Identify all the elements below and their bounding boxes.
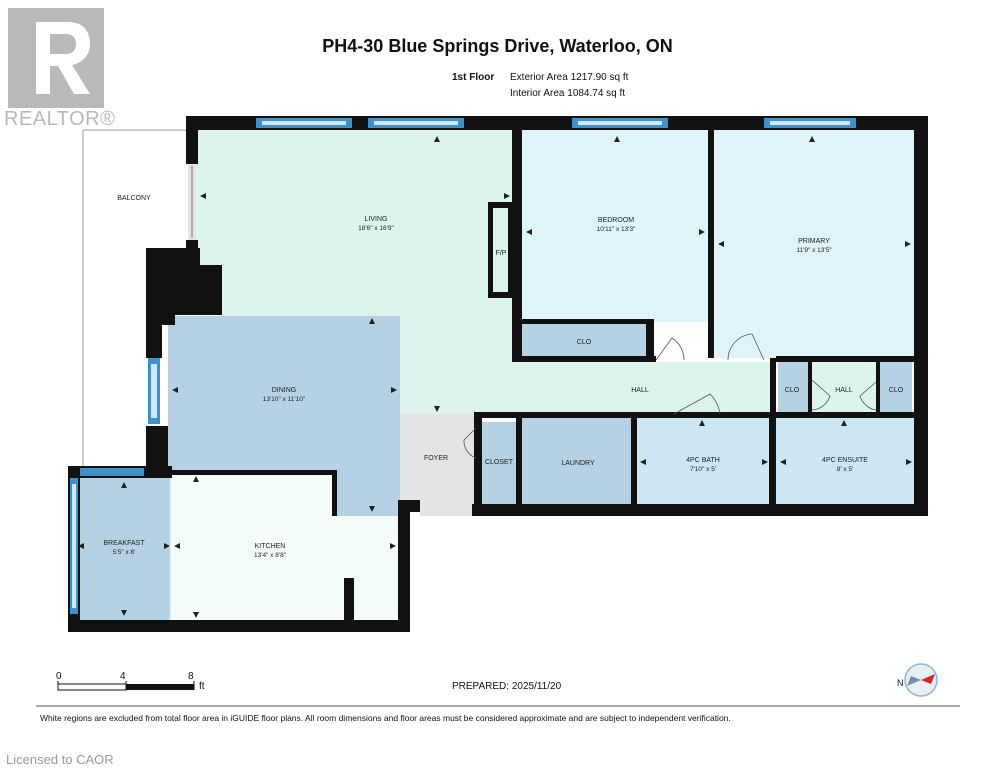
interior-area: Interior Area 1084.74 sq ft — [510, 88, 626, 99]
foyer-room — [400, 414, 476, 516]
living-label: LIVING — [365, 216, 388, 223]
ensuite-label: 4PC ENSUITE — [822, 457, 868, 464]
bath-label: 4PC BATH — [686, 457, 720, 464]
living-dims: 18'6" x 16'9" — [358, 225, 394, 232]
clo-left-label: CLO — [785, 387, 800, 394]
svg-text:N: N — [897, 678, 904, 688]
bedroom-dims: 10'11" x 13'3" — [597, 226, 636, 233]
license-note: Licensed to CAOR — [6, 752, 114, 767]
fireplace-label: F/P — [496, 250, 507, 257]
bedroom-label: BEDROOM — [598, 217, 634, 224]
scale-unit: ft — [199, 681, 205, 692]
closet-room — [480, 422, 518, 504]
breakfast-label: BREAKFAST — [103, 540, 145, 547]
exterior-area: Exterior Area 1217.90 sq ft — [510, 72, 629, 83]
clo-right-room — [880, 362, 912, 412]
hall-small-label: HALL — [835, 387, 853, 394]
scale-label-8: 8 — [188, 671, 194, 682]
disclaimer-text: White regions are excluded from total fl… — [40, 713, 731, 723]
clo-bedroom-room — [522, 323, 647, 358]
balcony-label: BALCONY — [117, 195, 151, 202]
realtor-logo — [8, 8, 104, 108]
bath-room — [636, 418, 770, 506]
laundry-room — [522, 418, 632, 506]
ensuite-room — [776, 418, 914, 506]
bedroom-room — [522, 128, 710, 322]
page-title: PH4-30 Blue Springs Drive, Waterloo, ON — [322, 36, 673, 56]
scale-label-4: 4 — [120, 671, 126, 682]
ensuite-dims: 8' x 5' — [837, 466, 854, 473]
closet-label: CLOSET — [485, 459, 514, 466]
laundry-label: LAUNDRY — [561, 460, 595, 467]
hall-small-room — [810, 362, 878, 412]
scale-bar — [57, 681, 195, 691]
clo-left-room — [778, 362, 808, 412]
clo-bedroom-label: CLO — [577, 339, 592, 346]
living-room — [194, 128, 775, 414]
measurement-arrows — [78, 136, 912, 618]
prepared-date: PREPARED: 2025/11/20 — [452, 681, 562, 692]
floor-label: 1st Floor — [452, 72, 495, 83]
dining-label: DINING — [272, 387, 297, 394]
dining-dims: 13'10" x 11'10" — [263, 396, 306, 403]
breakfast-room — [74, 478, 170, 620]
breakfast-dims: 5'5" x 8' — [113, 549, 136, 556]
primary-room — [714, 128, 914, 358]
kitchen-room — [170, 474, 400, 622]
primary-label: PRIMARY — [798, 238, 830, 245]
foyer-label: FOYER — [424, 455, 448, 462]
kitchen-label: KITCHEN — [255, 543, 286, 550]
clo-right-label: CLO — [889, 387, 904, 394]
primary-dims: 11'9" x 13'5" — [796, 247, 832, 254]
hall-main-label: HALL — [631, 387, 649, 394]
kitchen-dims: 13'4" x 8'8" — [254, 552, 287, 559]
door-swings — [463, 333, 877, 459]
scale-label-0: 0 — [56, 671, 62, 682]
realtor-wordmark: REALTOR® — [4, 108, 116, 130]
fireplace-box — [493, 208, 508, 292]
bath-dims: 7'10" x 5' — [690, 466, 716, 473]
compass-icon: N — [897, 663, 938, 697]
